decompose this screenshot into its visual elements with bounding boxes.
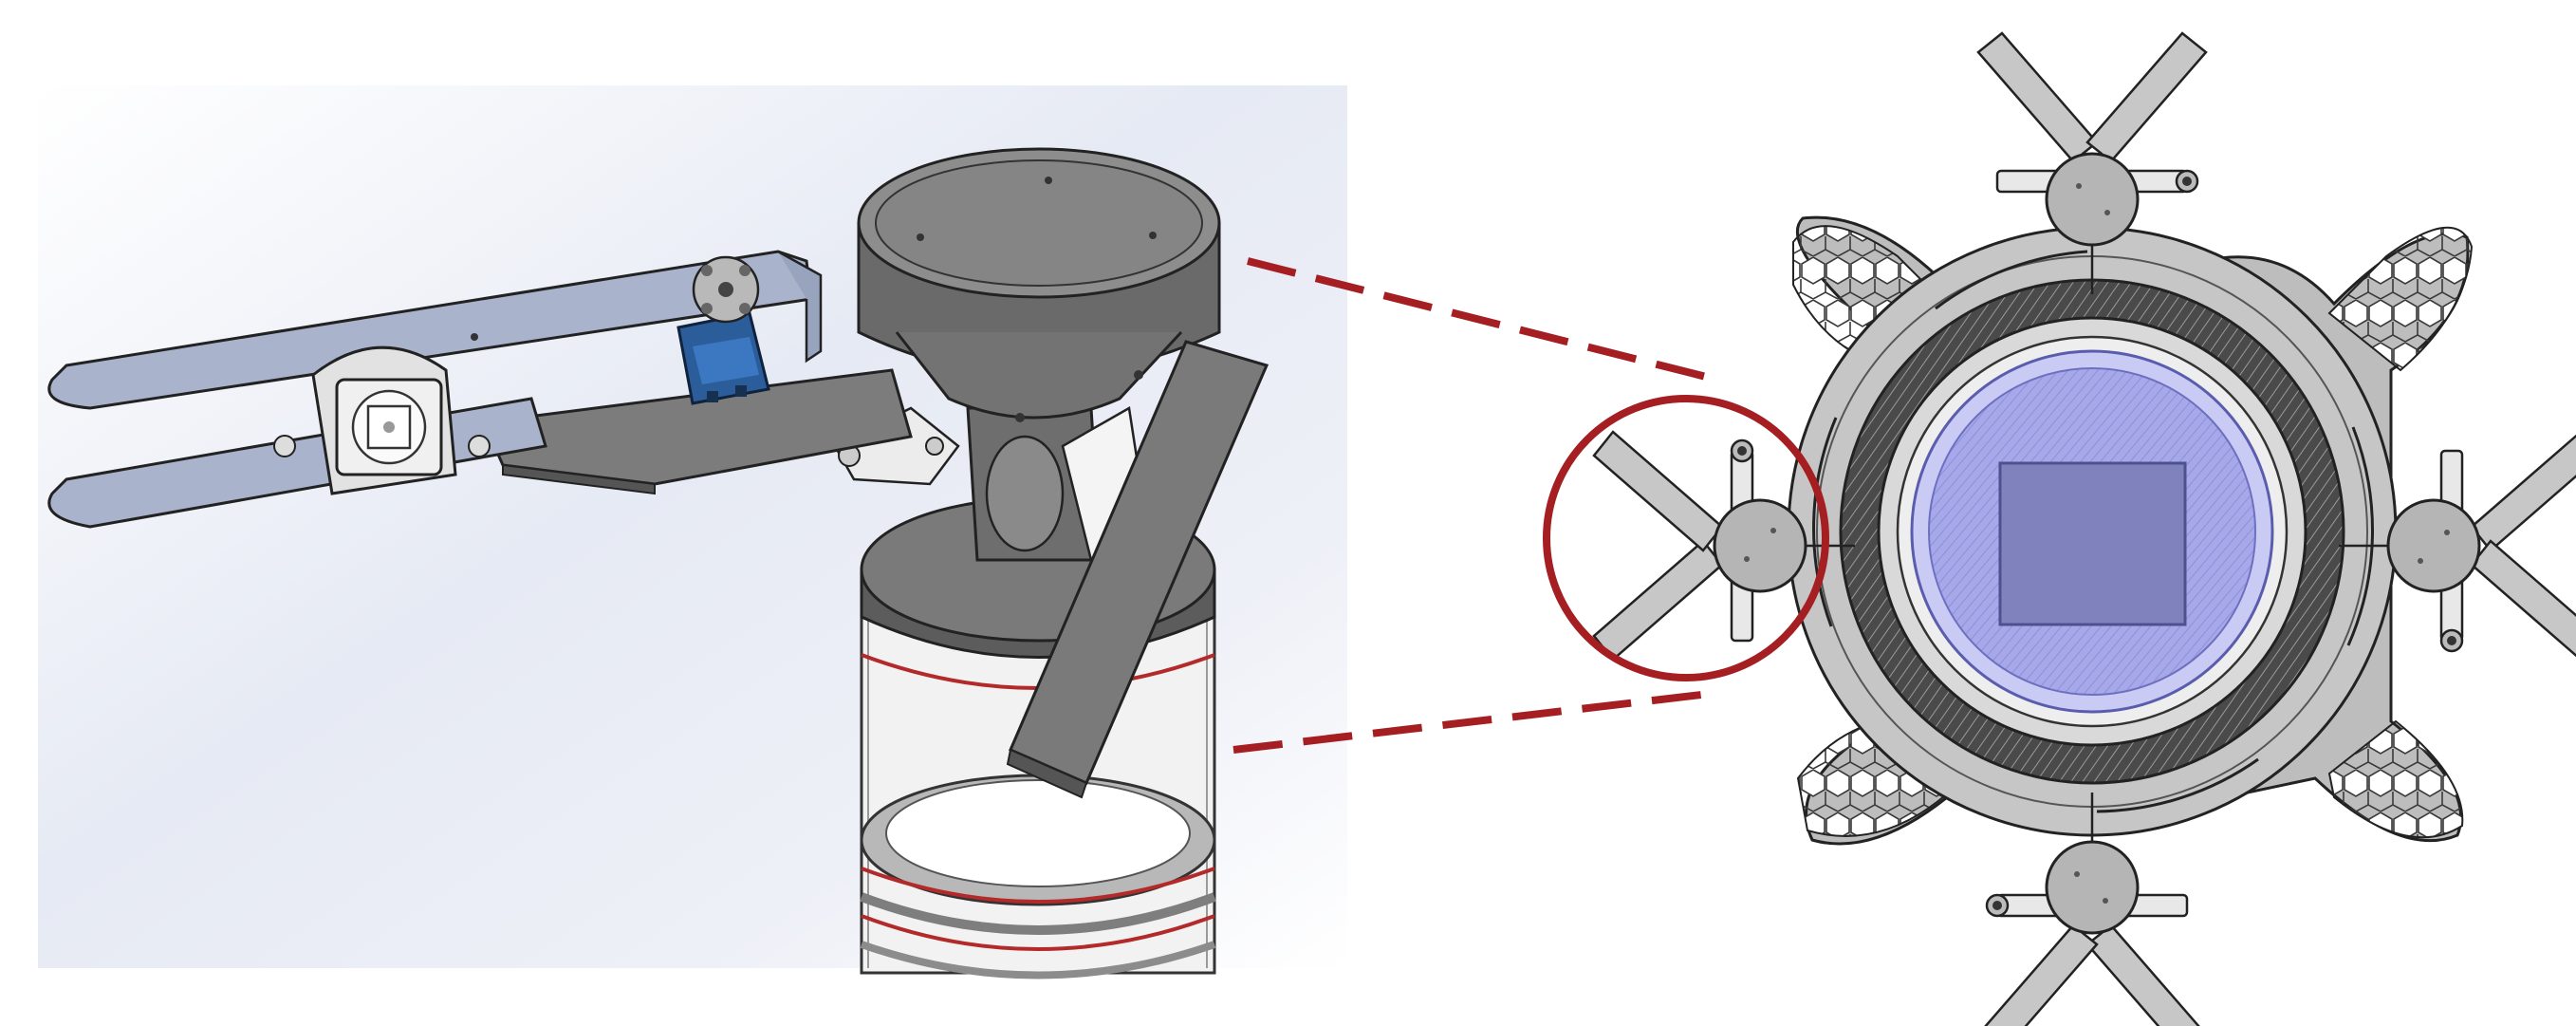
highlight-circle [1543, 395, 1829, 681]
rotary-joint [833, 406, 1150, 562]
callout-lines [1232, 257, 1718, 754]
gripper-bottom [1976, 791, 2208, 1026]
gripper-clamp-block [311, 345, 457, 495]
right-top-view [1543, 31, 2576, 1026]
lattice-frame [1787, 215, 2474, 846]
top-cup [857, 147, 1221, 422]
arm-link [481, 368, 913, 495]
servo-motor [676, 255, 770, 405]
left-cad-render [38, 85, 1347, 979]
servo-horn [692, 255, 760, 324]
callout-line-bottom [1232, 689, 1718, 754]
target-square [1998, 461, 2187, 626]
callout-line-top [1247, 257, 1718, 383]
